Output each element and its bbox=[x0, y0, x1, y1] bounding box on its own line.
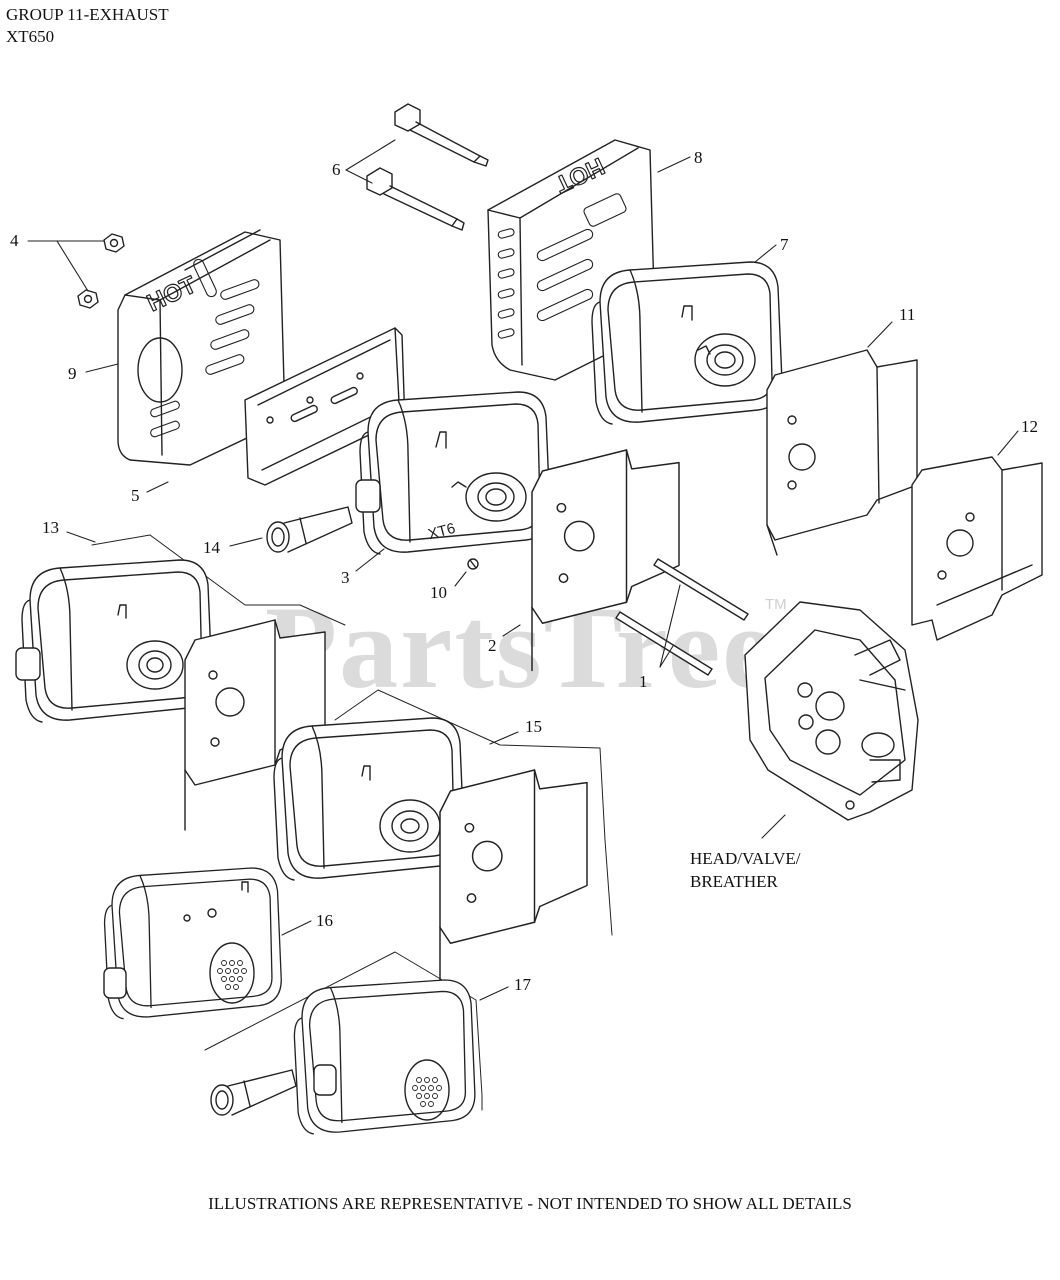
diagram-title: GROUP 11-EXHAUST bbox=[6, 5, 169, 24]
callout-8: 8 bbox=[694, 148, 703, 167]
muffler-3: XT6 bbox=[355, 391, 551, 555]
bolt-6-upper bbox=[394, 103, 489, 167]
spark-arrestor-17 bbox=[210, 1069, 297, 1116]
callout-14: 14 bbox=[203, 538, 220, 557]
stud-1-lower bbox=[615, 611, 713, 676]
callout-5: 5 bbox=[131, 486, 140, 505]
nut-4-lower bbox=[77, 289, 99, 309]
callout-11: 11 bbox=[899, 305, 916, 324]
callout-6: 6 bbox=[332, 160, 341, 179]
disclaimer-footer: ILLUSTRATIONS ARE REPRESENTATIVE - NOT I… bbox=[208, 1194, 852, 1213]
muffler-15 bbox=[273, 717, 465, 881]
gasket-15 bbox=[439, 769, 588, 992]
callout-17: 17 bbox=[514, 975, 531, 994]
gasket-12 bbox=[911, 456, 1043, 641]
watermark-trademark: TM bbox=[765, 596, 787, 613]
stud-1-upper bbox=[653, 558, 749, 621]
cylinder-head-assembly bbox=[744, 601, 919, 821]
mounting-bracket-5 bbox=[244, 327, 406, 486]
callout-1: 1 bbox=[639, 672, 648, 691]
muffler-7 bbox=[591, 261, 783, 425]
muffler-16 bbox=[103, 867, 282, 1020]
callout-10: 10 bbox=[430, 583, 447, 602]
bolt-6-lower bbox=[366, 167, 465, 231]
callout-12: 12 bbox=[1021, 417, 1038, 436]
muffler-model-text: XT6 bbox=[426, 520, 457, 544]
screw-10 bbox=[467, 558, 479, 570]
callout-head-line1: HEAD/VALVE/ bbox=[690, 849, 801, 868]
callout-2: 2 bbox=[488, 636, 497, 655]
callout-3: 3 bbox=[341, 568, 350, 587]
callout-head-line2: BREATHER bbox=[690, 872, 778, 891]
callout-15: 15 bbox=[525, 717, 542, 736]
muffler-17 bbox=[293, 979, 476, 1135]
spark-arrestor-14 bbox=[266, 506, 353, 553]
leader-lines bbox=[27, 139, 1019, 1001]
callout-16: 16 bbox=[316, 911, 333, 930]
callout-4: 4 bbox=[10, 231, 19, 250]
callout-9: 9 bbox=[68, 364, 77, 383]
callout-7: 7 bbox=[780, 235, 789, 254]
muffler-13 bbox=[15, 559, 213, 723]
model-number: XT650 bbox=[6, 27, 55, 46]
nut-4-upper bbox=[103, 233, 125, 253]
callout-13: 13 bbox=[42, 518, 59, 537]
watermark: PartsTree bbox=[265, 582, 777, 713]
gasket-11 bbox=[766, 349, 918, 556]
